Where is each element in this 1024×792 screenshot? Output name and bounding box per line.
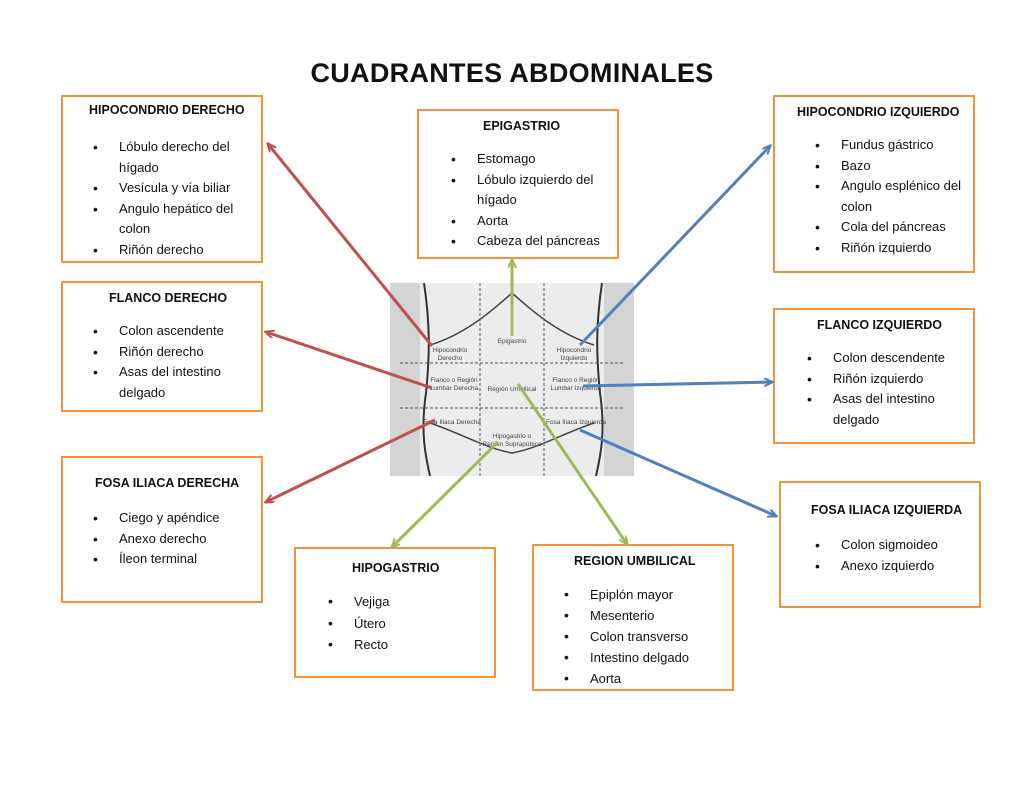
item-list: Colon sigmoideo Anexo izquierdo: [815, 535, 973, 576]
box-flanco-izquierdo: FLANCO IZQUIERDO Colon descendente Riñón…: [773, 308, 975, 444]
photo-label-flanco-derecho: Flanco o Región Lumbar Derecha: [429, 377, 479, 392]
list-item: Asas del intestino delgado: [93, 362, 255, 403]
list-item: Riñón izquierdo: [807, 369, 967, 390]
item-list: Lóbulo derecho del hígado Vesícula y vía…: [93, 137, 253, 260]
list-item: Recto: [328, 634, 488, 656]
list-item: Colon sigmoideo: [815, 535, 973, 556]
list-item: Aorta: [451, 211, 611, 232]
list-item: Riñón derecho: [93, 342, 255, 363]
list-item: Íleon terminal: [93, 549, 255, 570]
item-list: Vejiga Útero Recto: [328, 591, 488, 656]
list-item: Angulo esplénico del colon: [815, 176, 967, 217]
list-item: Fundus gástrico: [815, 135, 967, 156]
list-item: Riñón izquierdo: [815, 238, 967, 259]
list-item: Vesícula y vía biliar: [93, 178, 253, 199]
item-list: Epiplón mayor Mesenterio Colon transvers…: [564, 584, 726, 689]
list-item: Ciego y apéndice: [93, 508, 255, 529]
box-epigastrio: EPIGASTRIO Estomago Lóbulo izquierdo del…: [417, 109, 619, 259]
arrow-to-flanco-derecho: [266, 332, 433, 390]
photo-label-hipocondrio-derecho: Hipocondrio Derecho: [432, 347, 468, 362]
arrow-to-region-umbilical: [516, 383, 627, 544]
list-item: Aorta: [564, 668, 726, 689]
box-title: FLANCO DERECHO: [109, 291, 228, 305]
box-hipocondrio-izquierdo: HIPOCONDRIO IZQUIERDO Fundus gástrico Ba…: [773, 95, 975, 273]
list-item: Mesenterio: [564, 605, 726, 626]
photo-label-fosa-iliaca-derecha: Fosa Iliaca Derecha: [423, 419, 481, 426]
arrow-to-fosa-iliaca-derecha: [266, 418, 436, 502]
box-title: FOSA ILIACA DERECHA: [95, 476, 240, 490]
list-item: Colon descendente: [807, 348, 967, 369]
item-list: Ciego y apéndice Anexo derecho Íleon ter…: [93, 508, 255, 570]
photo-label-epigastrio: Epigastrio: [497, 338, 527, 345]
box-title: HIPOCONDRIO IZQUIERDO: [797, 105, 960, 119]
list-item: Asas del intestino delgado: [807, 389, 967, 430]
item-list: Fundus gástrico Bazo Angulo esplénico de…: [815, 135, 967, 258]
list-item: Útero: [328, 613, 488, 635]
arrow-to-hipocondrio-derecho: [268, 144, 434, 347]
photo-label-fosa-iliaca-izquierda: Fosa Iliaca Izquierda: [546, 419, 606, 426]
box-region-umbilical: REGION UMBILICAL Epiplón mayor Mesenteri…: [532, 544, 734, 691]
photo-label-hipocondrio-izquierdo: Hipocondrio Izquierdo: [556, 347, 592, 362]
list-item: Lóbulo derecho del hígado: [93, 137, 253, 178]
item-list: Estomago Lóbulo izquierdo del hígado Aor…: [451, 149, 611, 252]
photo-label-hipogastrio: Hipogastrio o Región Suprapúbica: [482, 433, 542, 448]
box-title: FLANCO IZQUIERDO: [817, 318, 942, 332]
arrow-to-fosa-iliaca-izquierda: [579, 428, 776, 516]
box-title: HIPOGASTRIO: [352, 561, 440, 575]
list-item: Colon ascendente: [93, 321, 255, 342]
list-item: Vejiga: [328, 591, 488, 613]
photo-label-region-umbilical: Región Umbilical: [487, 386, 537, 393]
list-item: Anexo derecho: [93, 529, 255, 550]
item-list: Colon descendente Riñón izquierdo Asas d…: [807, 348, 967, 430]
list-item: Cabeza del páncreas: [451, 231, 611, 252]
box-hipogastrio: HIPOGASTRIO Vejiga Útero Recto: [294, 547, 496, 678]
box-fosa-iliaca-derecha: FOSA ILIACA DERECHA Ciego y apéndice Ane…: [61, 456, 263, 603]
box-fosa-iliaca-izquierda: FOSA ILIACA IZQUIERDA Colon sigmoideo An…: [779, 481, 981, 608]
list-item: Intestino delgado: [564, 647, 726, 668]
page-title: CUADRANTES ABDOMINALES: [310, 58, 714, 88]
item-list: Colon ascendente Riñón derecho Asas del …: [93, 321, 255, 403]
box-flanco-derecho: FLANCO DERECHO Colon ascendente Riñón de…: [61, 281, 263, 412]
list-item: Estomago: [451, 149, 611, 170]
box-title: EPIGASTRIO: [483, 119, 561, 133]
list-item: Epiplón mayor: [564, 584, 726, 605]
box-hipocondrio-derecho: HIPOCONDRIO DERECHO Lóbulo derecho del h…: [61, 95, 263, 263]
list-item: Bazo: [815, 156, 967, 177]
box-title: FOSA ILIACA IZQUIERDA: [811, 503, 963, 517]
list-item: Colon transverso: [564, 626, 726, 647]
photo-label-flanco-izquierdo: Flanco o Región Lumbar Izquierda: [550, 377, 602, 392]
arrow-to-hipocondrio-izquierdo: [578, 146, 770, 347]
list-item: Angulo hepático del colon: [93, 199, 253, 240]
arrow-to-hipogastrio: [392, 440, 500, 547]
box-title: HIPOCONDRIO DERECHO: [89, 103, 245, 117]
arrow-to-flanco-izquierdo: [582, 382, 772, 388]
list-item: Anexo izquierdo: [815, 556, 973, 577]
list-item: Riñón derecho: [93, 240, 253, 261]
box-title: REGION UMBILICAL: [574, 554, 696, 568]
list-item: Lóbulo izquierdo del hígado: [451, 170, 611, 211]
list-item: Cola del páncreas: [815, 217, 967, 238]
